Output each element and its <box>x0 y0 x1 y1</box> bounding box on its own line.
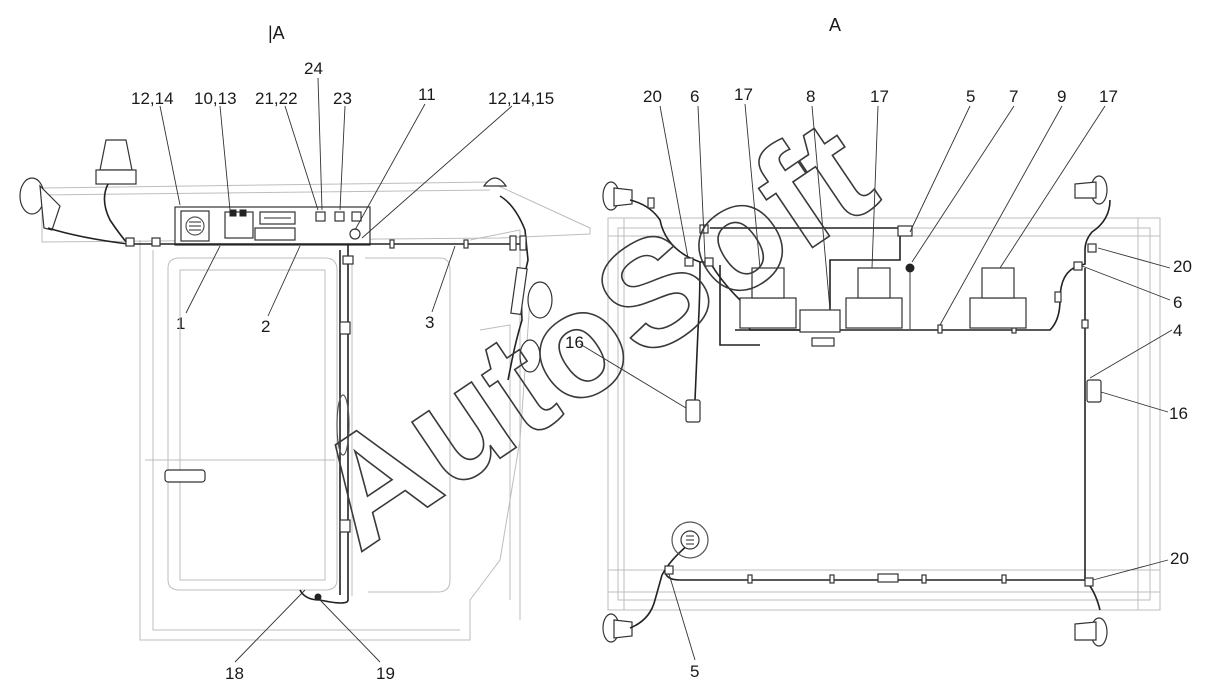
left-view-title: |A <box>268 23 285 43</box>
callout-23: 23 <box>333 89 352 108</box>
callout-4: 4 <box>1173 321 1183 340</box>
left-view-cab <box>41 181 591 641</box>
right-view-frame <box>607 217 1161 611</box>
door-handle <box>164 469 206 483</box>
callout-18: 18 <box>225 664 244 683</box>
left-view-harness <box>47 183 529 604</box>
watermark: AutoSoft <box>282 86 902 581</box>
callout-19: 19 <box>376 664 395 683</box>
callout-20-right: 20 <box>1173 257 1192 276</box>
work-light-left <box>19 177 61 231</box>
callout-10-13: 10,13 <box>194 89 237 108</box>
dome-light <box>482 177 508 187</box>
heater-units <box>739 263 1027 347</box>
callout-6-top: 6 <box>690 87 700 106</box>
callout-17-right: 17 <box>1099 87 1118 106</box>
callout-11: 11 <box>418 85 436 104</box>
watermark-text: AutoSoft <box>283 87 902 580</box>
callout-16-left: 16 <box>565 333 584 352</box>
ground-point <box>314 593 322 601</box>
callout-1: 1 <box>176 314 186 333</box>
callout-2: 2 <box>261 317 271 336</box>
callout-3: 3 <box>425 313 435 332</box>
right-view-leaders <box>579 103 1173 661</box>
callout-16-right: 16 <box>1169 404 1188 423</box>
callout-21-22: 21,22 <box>255 89 298 108</box>
washer-reservoirs <box>685 379 1102 423</box>
callout-24: 24 <box>304 59 323 78</box>
callout-17-left: 17 <box>734 85 753 104</box>
callout-5-top: 5 <box>966 87 976 106</box>
callout-5-bottom: 5 <box>690 662 700 681</box>
beacon-lamp <box>95 139 137 185</box>
callout-9: 9 <box>1057 87 1067 106</box>
rear-beacon-topdown <box>671 521 709 559</box>
left-view-leaders <box>159 77 513 663</box>
callout-6-right: 6 <box>1173 293 1183 312</box>
right-view-title: A <box>829 15 842 35</box>
rear-work-lights-left-view <box>510 266 553 373</box>
callout-20-top: 20 <box>643 87 662 106</box>
callout-7: 7 <box>1009 87 1019 106</box>
callout-8: 8 <box>806 87 816 106</box>
callout-17-mid: 17 <box>870 87 889 106</box>
callout-20-bottom: 20 <box>1170 549 1189 568</box>
callout-12-14: 12,14 <box>131 89 174 108</box>
instrument-panel <box>174 206 371 246</box>
right-view-lamps <box>602 175 1108 647</box>
callout-12-14-15: 12,14,15 <box>488 89 555 108</box>
